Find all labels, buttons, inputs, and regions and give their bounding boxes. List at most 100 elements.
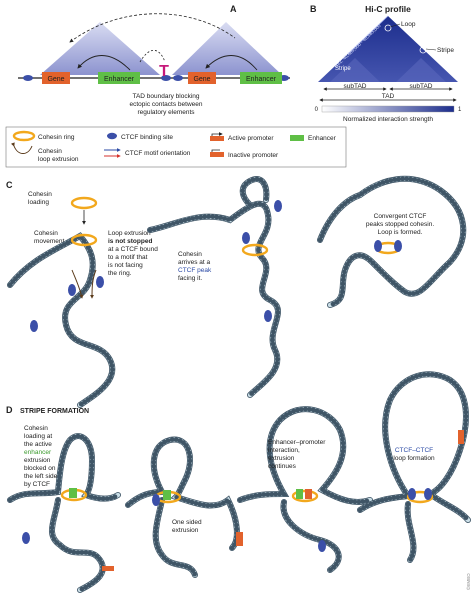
panel-b: B Hi-C profile Loop Stripe Stripe chr2: … — [310, 4, 462, 123]
ctcf-site-d4b — [424, 488, 432, 500]
scale-caption: Normalized interaction strength — [343, 116, 433, 123]
d-loading-7: the left side — [24, 473, 58, 480]
cohesin-loading-1: Cohesin — [28, 191, 52, 198]
cohesin-movement-1: Cohesin — [34, 230, 58, 237]
stripe-label-right: Stripe — [437, 47, 454, 54]
tad-triangle-right — [172, 22, 282, 75]
legend-active-promoter: Active promoter — [228, 135, 274, 142]
legend-cohesin-ring: Cohesin ring — [38, 134, 75, 141]
cohesin-ring-d4 — [406, 490, 434, 504]
ctcf-site-d2a — [152, 494, 160, 506]
enhancer-label-left: Enhancer — [104, 76, 135, 83]
chromatin-fiber-c2-outline — [147, 200, 281, 398]
enhancer-label-right: Enhancer — [246, 76, 277, 83]
subtad-left-region — [330, 58, 380, 82]
ctcf-site-a2 — [161, 75, 171, 81]
ep-3: extrusion — [268, 455, 295, 462]
legend-active-promoter-icon — [210, 136, 224, 141]
not-stopped-5: is not facing — [108, 262, 143, 269]
convergent-3: Loop is formed. — [378, 229, 423, 236]
gene-label-right: Gene — [193, 76, 210, 83]
hic-title: Hi-C profile — [365, 4, 411, 14]
legend-inactive-promoter-icon — [210, 152, 224, 157]
arrives-4: facing it. — [178, 275, 202, 282]
boundary-note-2: ectopic contacts between — [130, 101, 203, 108]
tad-label: TAD — [382, 93, 395, 100]
legend-ctcf-site: CTCF binding site — [121, 134, 173, 141]
panel-a-label: A — [230, 4, 237, 14]
d-loading-8: by CTCF — [24, 481, 50, 488]
ctcf-site-c3b — [394, 240, 402, 252]
legend-extrusion-1: Cohesin — [38, 148, 62, 155]
ep-4: continues — [268, 463, 297, 470]
cohesin-ring-c1 — [70, 233, 98, 247]
chromatin-fiber-d2 — [125, 437, 240, 578]
ctcf-ctcf-1: CTCF–CTCF — [395, 447, 433, 454]
chromatin-fiber-d3-beads — [237, 406, 373, 573]
ctcf-site-c3a — [374, 240, 382, 252]
enhancer-d3 — [296, 489, 303, 499]
arrives-1: Cohesin — [178, 251, 202, 258]
chromatin-loop-c2-beads — [240, 176, 269, 208]
panel-c-label: C — [6, 180, 13, 190]
convergent-2: peaks stopped cohesin. — [366, 221, 434, 228]
panel-d-label: D — [6, 405, 13, 415]
scale-min: 0 — [315, 107, 319, 113]
blocked-contact-arc — [139, 49, 166, 63]
cohesin-loading-2: loading — [28, 199, 49, 206]
enhancer-gene-arrow-right — [205, 55, 258, 71]
legend-box — [5, 126, 347, 168]
one-sided-2: extrusion — [172, 527, 199, 534]
legend-inactive-promoter: Inactive promoter — [228, 152, 279, 159]
chromatin-fiber-c2 — [147, 201, 281, 398]
chromatin-fiber-d2-beads — [125, 437, 240, 578]
enhancer-d2 — [163, 490, 171, 500]
boundary-note-3: regulatory elements — [137, 109, 195, 116]
chromatin-fiber-c2-beads — [147, 201, 281, 398]
stripe-pointer — [425, 48, 437, 51]
d-loading-2: loading at — [24, 433, 52, 440]
ctcf-site-a1 — [23, 75, 33, 81]
cohesin-ring-c2 — [241, 243, 269, 257]
chromatin-fiber-d2-outline — [125, 436, 240, 578]
loop-marker — [384, 24, 392, 32]
color-scale-bar — [321, 105, 455, 113]
ctcf-site-c1a — [68, 284, 76, 296]
not-stopped-6: the ring. — [108, 270, 132, 277]
promoter-d3 — [305, 489, 312, 499]
cohesin-ring-loading — [70, 196, 98, 210]
legend-enhancer: Enhancer — [308, 135, 337, 142]
extrusion-arrow-c1-left — [71, 269, 84, 299]
cohesin-movement-2: movement — [34, 238, 65, 245]
stripe-label-left: Stripe — [335, 66, 351, 72]
enhancer-gene-arrow-left — [77, 55, 131, 71]
stripe-line — [347, 15, 389, 55]
ctcf-site-c2a — [274, 200, 282, 212]
panel-c: C Cohesin loading Cohesin movement Loop … — [6, 175, 467, 408]
legend-ctcf-site-icon — [107, 132, 117, 140]
extrusion-arrow-c1-right — [90, 269, 97, 299]
loop-label: Loop — [401, 21, 416, 28]
subtad-left-label: subTAD — [344, 83, 367, 90]
d-loading-3: the active — [24, 441, 52, 448]
legend-extrusion-icon — [10, 142, 33, 154]
d-loading-6: blocked on — [24, 465, 56, 472]
ctcf-site-a3 — [173, 75, 183, 81]
ctcf-site-c2c — [264, 310, 272, 322]
arrives-2: arrives at a — [178, 259, 211, 266]
convergent-1: Convergent CTCF — [374, 213, 427, 220]
legend-enhancer-icon — [290, 135, 304, 141]
chromatin-fiber-c1-outline — [7, 232, 116, 408]
legend-ctcf-orientation: CTCF motif orientation — [125, 150, 191, 157]
ctcf-ctcf-2: loop formation — [393, 455, 435, 462]
panel-d: D STRIPE FORMATION Cohesin loading at th… — [6, 371, 471, 593]
ctcf-site-d3a — [318, 540, 326, 552]
enhancer-d1 — [69, 488, 77, 498]
subtad-right-label: subTAD — [410, 83, 433, 90]
loop-pointer — [389, 23, 401, 28]
one-sided-1: One sided — [172, 519, 202, 526]
d-loading-1: Cohesin — [24, 425, 48, 432]
enhancer-box-left — [98, 72, 140, 84]
legend-extrusion-2: loop extrusion — [38, 156, 79, 163]
d-loading-5: extrusion — [24, 457, 51, 464]
